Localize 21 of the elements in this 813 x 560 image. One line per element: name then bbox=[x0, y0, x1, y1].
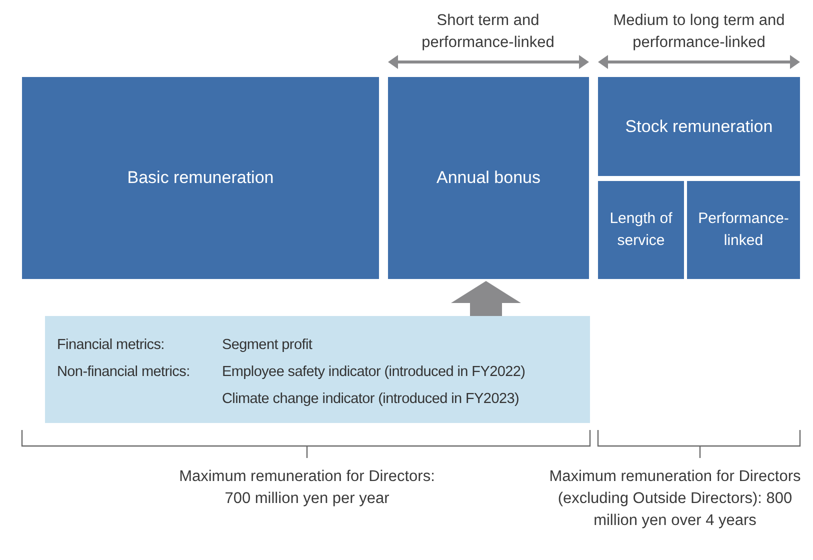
remuneration-box bbox=[687, 181, 800, 279]
remuneration-box bbox=[598, 77, 800, 176]
block-arrow bbox=[451, 281, 521, 316]
note-text: Medium to long term and performance-linked bbox=[612, 11, 786, 53]
metric-item: Segment profit bbox=[222, 336, 314, 355]
metric-item: Employee safety indicator (introduced in FY2022) bbox=[222, 362, 526, 382]
box-label: Annual bonus bbox=[436, 167, 540, 190]
metric-category: Non-financial metrics: bbox=[57, 362, 191, 382]
box-label: Stock remuneration bbox=[625, 116, 773, 138]
metrics-panel bbox=[45, 316, 590, 423]
remuneration-box bbox=[598, 181, 684, 279]
box-label: Basic remuneration bbox=[127, 167, 274, 190]
box-label: Performance-linked bbox=[697, 209, 790, 251]
box-label: Length of service bbox=[608, 209, 674, 251]
remuneration-box bbox=[22, 77, 379, 279]
note-text: Maximum remuneration for Directors (excluding Outside Directors): 800 million yen over 4 years bbox=[548, 467, 802, 531]
metric-category: Financial metrics: bbox=[57, 336, 166, 355]
metric-item: Climate change indicator (introduced in FY2023) bbox=[222, 390, 520, 408]
note-text: Short term and performance-linked bbox=[420, 11, 556, 53]
remuneration-box bbox=[388, 77, 589, 279]
note-text: Maximum remuneration for Directors: 700 million yen per year bbox=[178, 467, 436, 509]
